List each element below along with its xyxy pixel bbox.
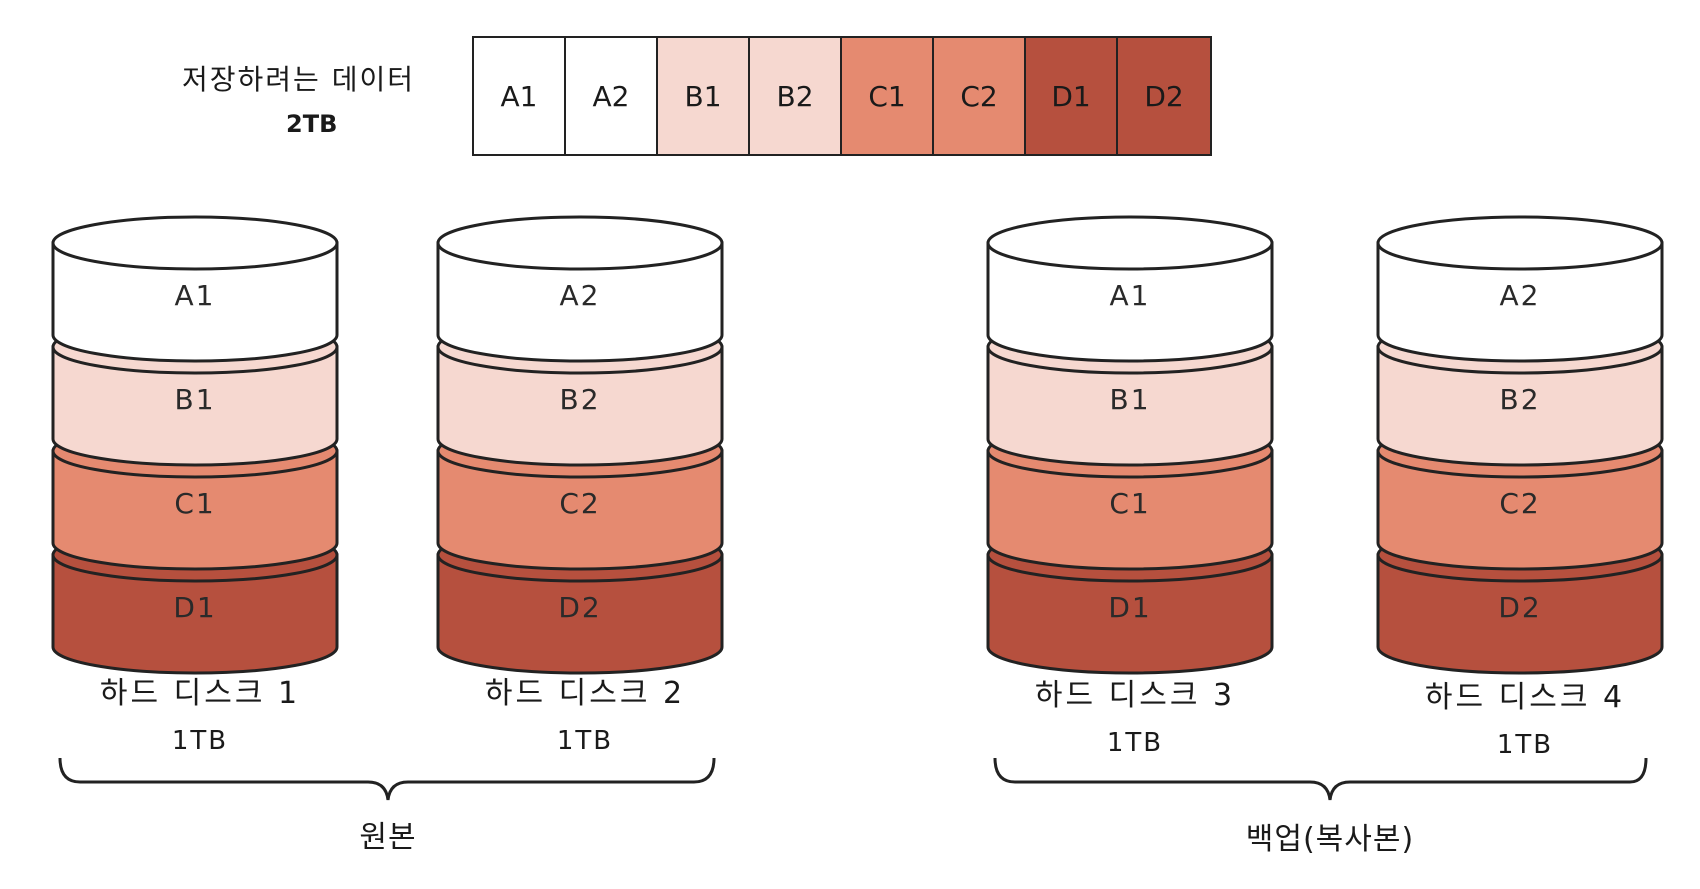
disk-segment-body (436, 241, 724, 363)
disk-segment-body (436, 345, 724, 467)
disk-segment-label: C2 (1499, 487, 1540, 520)
disk-segment-body (1376, 345, 1664, 467)
data-block-c2: C2 (934, 38, 1026, 154)
disk-segment-label: C1 (174, 487, 215, 520)
disk-segment-body (986, 345, 1274, 467)
disk-segment-label: C2 (559, 487, 600, 520)
disk-segment-body (986, 553, 1274, 675)
disk-segment-a2: A2 (436, 215, 724, 363)
disk-segment-label: B2 (1499, 383, 1540, 416)
data-title: 저장하려는 데이터 (182, 63, 415, 96)
disk-segment-label: A2 (1500, 279, 1541, 312)
block-label: B2 (776, 79, 814, 113)
disk-segment-top (986, 215, 1274, 271)
data-block-a1: A1 (474, 38, 566, 154)
disk-size-3: 1TB (1106, 728, 1164, 758)
disk-stack-graphic: D1 C1 B1 A1 (51, 215, 339, 675)
disk-segment-label: A1 (175, 279, 216, 312)
block-label: A1 (500, 79, 538, 113)
disk-segment-label: B2 (559, 383, 600, 416)
disk-segment-body (436, 553, 724, 675)
block-label: D1 (1051, 79, 1091, 113)
disk-segment-top (51, 215, 339, 271)
disk-segment-body (51, 241, 339, 363)
hard-disk-2: D2 C2 B2 A2 (435, 215, 735, 675)
disk-name-3: 하드 디스크 3 (1034, 678, 1236, 713)
data-block-d1: D1 (1026, 38, 1118, 154)
backup-group-label: 백업(복사본) (1245, 822, 1415, 857)
data-block-row: A1 A2 B1 B2 C1 C2 D1 D2 (472, 36, 1212, 156)
disk-segment-body (986, 449, 1274, 571)
disk-segment-label: D1 (173, 591, 216, 624)
disk-segment-body (51, 553, 339, 675)
original-group-label: 원본 (359, 820, 417, 855)
disk-stack-graphic: D1 C1 B1 A1 (986, 215, 1274, 675)
disk-size-2: 1TB (556, 726, 614, 756)
disk-segment-label: D2 (558, 591, 601, 624)
block-label: D2 (1144, 79, 1184, 113)
disk-size-1: 1TB (171, 726, 229, 756)
disk-segment-top (436, 215, 724, 271)
disk-segment-body (1376, 241, 1664, 363)
hard-disk-1: D1 C1 B1 A1 (50, 215, 350, 675)
disk-segment-a1: A1 (986, 215, 1274, 363)
disk-segment-label: C1 (1109, 487, 1150, 520)
data-block-c1: C1 (842, 38, 934, 154)
hard-disk-4: D2 C2 B2 A2 (1375, 215, 1675, 675)
disk-segment-label: D2 (1498, 591, 1541, 624)
disk-size-4: 1TB (1496, 730, 1554, 760)
data-size: 2TB (286, 110, 338, 138)
disk-segment-a2: A2 (1376, 215, 1664, 363)
disk-segment-label: B1 (1109, 383, 1150, 416)
disk-segment-label: A1 (1110, 279, 1151, 312)
disk-segment-body (436, 449, 724, 571)
disk-segment-label: D1 (1108, 591, 1151, 624)
disk-stack-graphic: D2 C2 B2 A2 (436, 215, 724, 675)
disk-segment-top (1376, 215, 1664, 271)
backup-brace (993, 757, 1648, 801)
disk-segment-body (986, 241, 1274, 363)
disk-segment-body (51, 449, 339, 571)
data-block-b2: B2 (750, 38, 842, 154)
block-label: C2 (960, 79, 998, 113)
data-block-a2: A2 (566, 38, 658, 154)
original-brace (58, 757, 716, 801)
disk-segment-body (51, 345, 339, 467)
data-block-d2: D2 (1118, 38, 1210, 154)
disk-segment-label: A2 (560, 279, 601, 312)
disk-stack-graphic: D2 C2 B2 A2 (1376, 215, 1664, 675)
block-label: B1 (684, 79, 722, 113)
disk-segment-body (1376, 553, 1664, 675)
disk-segment-body (1376, 449, 1664, 571)
hard-disk-3: D1 C1 B1 A1 (985, 215, 1285, 675)
disk-segment-a1: A1 (51, 215, 339, 363)
disk-name-2: 하드 디스크 2 (484, 676, 686, 711)
disk-segment-label: B1 (174, 383, 215, 416)
block-label: C1 (868, 79, 906, 113)
block-label: A2 (592, 79, 630, 113)
disk-name-1: 하드 디스크 1 (99, 676, 301, 711)
data-block-b1: B1 (658, 38, 750, 154)
disk-name-4: 하드 디스크 4 (1424, 680, 1626, 715)
